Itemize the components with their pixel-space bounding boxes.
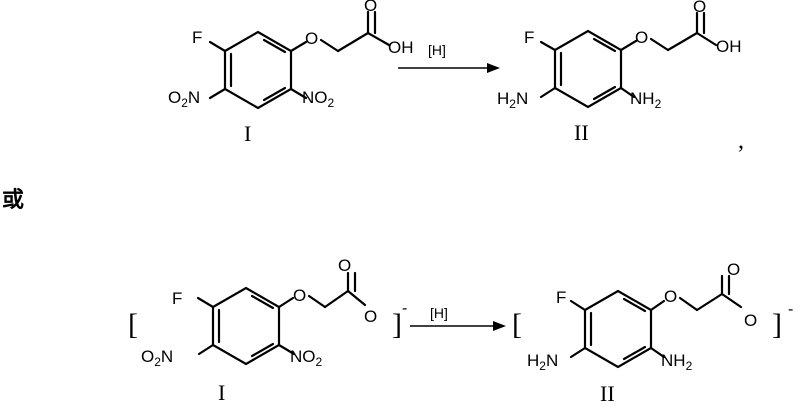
ch2-c-bond xyxy=(336,31,370,53)
benzene-ring xyxy=(583,289,653,369)
ring-double-bond xyxy=(622,345,647,361)
carboxylate-oxygen: O xyxy=(364,307,377,326)
c-o-minus-bond xyxy=(346,289,367,307)
ether-oxygen: O xyxy=(305,29,318,48)
compound-II-bottom: [ F O O O ] - H2N NH2 II xyxy=(512,260,793,406)
c-n-bond xyxy=(197,343,215,356)
amino-group-left: H2N xyxy=(497,89,528,111)
hydroxyl-group: OH xyxy=(716,37,742,56)
compound-II-label: II xyxy=(600,381,615,406)
o-ch2-bond xyxy=(319,38,340,53)
nitro-group-left: O2N xyxy=(168,88,200,110)
ring-double-bond xyxy=(262,86,287,102)
nitro-group-left: O2N xyxy=(141,347,173,369)
c-f-bond xyxy=(208,40,227,53)
benzene-ring xyxy=(211,286,281,366)
bracket-open: [ xyxy=(512,308,522,341)
amino-group-left: H2N xyxy=(527,351,558,373)
bracket-open: [ xyxy=(128,308,138,341)
ring-double-bond xyxy=(250,342,275,358)
c-o-minus-bond xyxy=(720,292,743,309)
c-n-bond xyxy=(208,87,227,100)
ch2-c-bond xyxy=(695,292,724,312)
c-f-bond xyxy=(569,299,587,312)
ring-double-bond xyxy=(592,85,617,101)
c-oh-bond xyxy=(366,31,391,47)
c-f-bond xyxy=(539,40,557,52)
c-n-bond xyxy=(649,346,666,359)
c-f-bond xyxy=(196,296,215,309)
carbonyl-oxygen: O xyxy=(338,256,351,275)
c-n-bond xyxy=(569,346,587,359)
fluorine-atom: F xyxy=(172,289,182,308)
c-n-bond xyxy=(539,86,557,99)
ch2-c-bond xyxy=(323,289,350,309)
ether-oxygen: O xyxy=(293,286,306,305)
c-n-bond xyxy=(619,86,636,99)
ring-double-bond xyxy=(622,297,647,313)
c-n-bond xyxy=(277,343,296,356)
carbonyl-oxygen: O xyxy=(364,0,377,15)
compound-I-label: I xyxy=(244,121,251,146)
compound-I-label: I xyxy=(218,380,225,405)
reaction-arrow-bottom: [H] xyxy=(410,305,506,331)
c-n-bond xyxy=(289,87,308,100)
reaction-arrow-top: [H] xyxy=(398,42,500,73)
fluorine-atom: F xyxy=(192,28,202,47)
negative-charge: - xyxy=(402,300,407,317)
o-ch2-bond xyxy=(649,37,670,52)
c-o-bond xyxy=(649,299,666,312)
compound-I-top: F O O OH O2N NO2 I xyxy=(168,0,414,146)
o-ch2-bond xyxy=(678,296,699,312)
c-oh-bond xyxy=(695,31,718,47)
negative-charge: - xyxy=(788,301,793,318)
nitro-group-right: NO2 xyxy=(290,347,323,369)
arrow-head xyxy=(493,321,506,331)
ring-double-bond xyxy=(262,38,287,54)
c-o-bond xyxy=(277,296,295,309)
fluorine-atom: F xyxy=(524,28,534,47)
compound-II-top: F O O OH H2N NH2 II xyxy=(497,0,742,145)
o-ch2-bond xyxy=(307,294,327,309)
or-text: 或 xyxy=(2,187,24,213)
carbonyl-oxygen: O xyxy=(727,260,740,279)
nitro-group-right: NO2 xyxy=(302,88,335,110)
c-o-bond xyxy=(289,40,308,53)
ether-oxygen: O xyxy=(635,28,648,47)
arrow-head xyxy=(487,63,500,73)
amino-group-right: NH2 xyxy=(661,351,693,373)
ring-double-bond xyxy=(592,37,617,53)
bracket-close: ] xyxy=(772,308,782,341)
carbonyl-oxygen: O xyxy=(693,0,706,16)
top-reaction: F O O OH O2N NO2 I [H] xyxy=(168,0,744,154)
bottom-reaction: [ F O O O ] - O2N NO2 I [H] xyxy=(128,256,793,406)
benzene-ring xyxy=(553,29,623,109)
benzene-ring xyxy=(223,30,293,110)
hydroxyl-group: OH xyxy=(388,38,414,57)
bracket-close: ] xyxy=(392,308,402,341)
fluorine-atom: F xyxy=(556,288,566,307)
ring-double-bond xyxy=(250,294,275,310)
c-o-bond xyxy=(619,39,638,52)
compound-I-bottom: [ F O O O ] - O2N NO2 I xyxy=(128,256,407,405)
amino-group-right: NH2 xyxy=(630,89,662,111)
comma-separator: , xyxy=(738,128,744,154)
reagent-label: [H] xyxy=(430,305,448,321)
carboxylate-oxygen: O xyxy=(744,311,757,330)
compound-II-label: II xyxy=(574,120,589,145)
ch2-c-bond xyxy=(666,31,699,52)
reagent-label: [H] xyxy=(428,42,446,58)
ether-oxygen: O xyxy=(664,287,677,306)
